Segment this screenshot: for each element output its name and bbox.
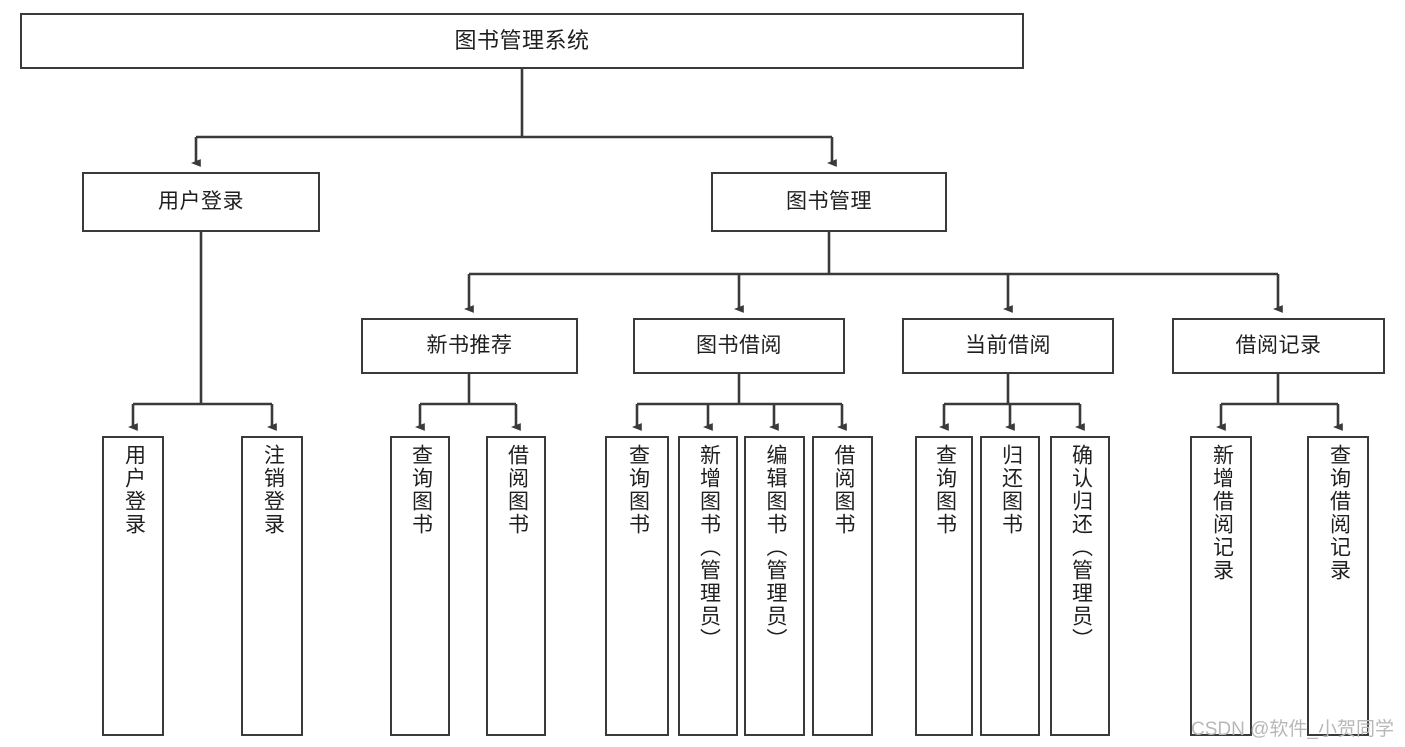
node-borrow-record[interactable]: 借阅记录 [1172,318,1385,374]
node-label: 借阅图书 [505,444,529,536]
node-label: 借阅图书 [831,444,855,536]
node-label: 新增借阅记录 [1210,444,1234,582]
watermark-text: CSDN @软件_小贺同学 [1191,719,1394,740]
node-new-book-recommend[interactable]: 新书推荐 [361,318,578,374]
node-label: 新增图书（管理员） [697,444,721,651]
node-leaf-query-book-3[interactable]: 查询图书 [915,436,973,736]
node-label: 图书管理系统 [454,28,590,54]
node-leaf-add-book[interactable]: 新增图书（管理员） [678,436,738,736]
node-leaf-add-record[interactable]: 新增借阅记录 [1190,436,1252,736]
node-label: 查询借阅记录 [1327,444,1351,582]
node-label: 确认归还（管理员） [1069,444,1093,651]
node-leaf-return-book[interactable]: 归还图书 [980,436,1040,736]
node-label: 新书推荐 [426,333,513,357]
node-leaf-borrow-book-2[interactable]: 借阅图书 [812,436,873,736]
node-label: 图书管理 [786,189,872,213]
node-leaf-query-record[interactable]: 查询借阅记录 [1307,436,1369,736]
node-leaf-query-book-1[interactable]: 查询图书 [390,436,450,736]
node-leaf-user-logout[interactable]: 注销登录 [241,436,303,736]
node-leaf-edit-book[interactable]: 编辑图书（管理员） [744,436,805,736]
node-label: 用户登录 [122,444,146,536]
node-leaf-borrow-book-1[interactable]: 借阅图书 [486,436,546,736]
node-book-manage[interactable]: 图书管理 [711,172,947,232]
node-leaf-confirm-return[interactable]: 确认归还（管理员） [1050,436,1110,736]
node-label: 用户登录 [158,189,244,213]
node-label: 注销登录 [261,444,285,536]
node-user-login[interactable]: 用户登录 [82,172,320,232]
node-label: 借阅记录 [1235,333,1322,357]
node-leaf-query-book-2[interactable]: 查询图书 [605,436,669,736]
node-label: 归还图书 [999,444,1023,536]
node-leaf-user-login[interactable]: 用户登录 [102,436,164,736]
node-root-system[interactable]: 图书管理系统 [20,13,1024,69]
node-current-borrow[interactable]: 当前借阅 [902,318,1114,374]
node-label: 查询图书 [409,444,433,536]
node-book-borrow[interactable]: 图书借阅 [633,318,845,374]
node-label: 查询图书 [933,444,957,536]
node-label: 图书借阅 [696,333,782,357]
node-label: 编辑图书（管理员） [763,444,787,651]
node-label: 查询图书 [626,444,650,536]
node-label: 当前借阅 [965,333,1051,357]
